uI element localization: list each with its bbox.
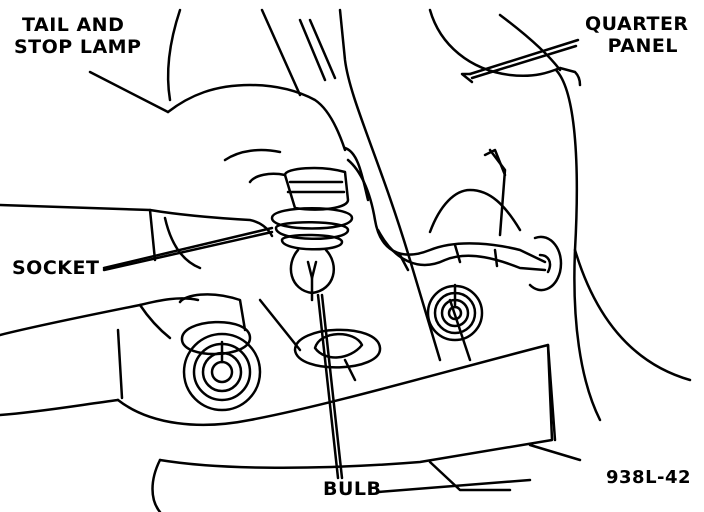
tail-lamp-leader — [88, 70, 170, 114]
bulb-leader — [316, 293, 344, 480]
label-tail-and-stop-lamp: TAIL AND STOP LAMP — [14, 14, 141, 58]
left-bulb-socket — [182, 332, 262, 412]
right-bulb-socket — [426, 283, 484, 342]
socket-leader — [102, 226, 274, 272]
label-quarter-line-2: PANEL — [607, 35, 678, 57]
label-socket: SOCKET — [12, 257, 100, 279]
figure-id: 938L-42 — [606, 467, 692, 488]
bulb-label-leader — [376, 478, 532, 494]
lower-hand — [0, 293, 252, 417]
wiring-harness — [343, 146, 547, 272]
harness-grommet — [528, 235, 563, 292]
quarter-panel-arrow — [460, 38, 580, 84]
label-bulb: BULB — [323, 478, 382, 500]
label-tail-line-2: STOP LAMP — [14, 36, 142, 58]
upper-hand — [0, 83, 347, 270]
quarter-panel-outline — [428, 8, 692, 422]
bulb-glass — [289, 248, 335, 302]
label-tail-line-1: TAIL AND — [22, 14, 125, 36]
label-quarter-panel: QUARTER PANEL — [585, 13, 689, 57]
lamp-housing — [116, 298, 582, 512]
label-quarter-line-1: QUARTER — [585, 13, 689, 35]
socket-assembly — [270, 166, 354, 251]
center-bulb-opening — [293, 328, 382, 382]
trunk-pillar — [166, 8, 442, 362]
